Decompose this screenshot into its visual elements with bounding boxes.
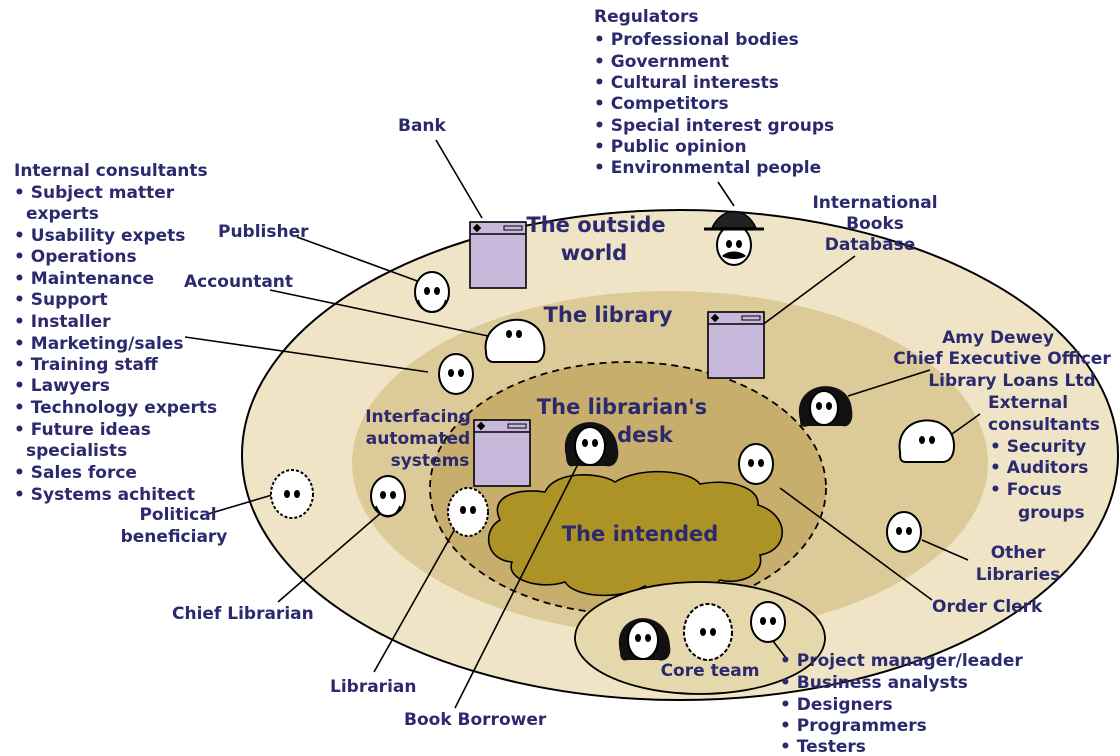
interfacing-systems-label: Interfacing [365,407,471,427]
regulators-item: • Cultural interests [594,73,779,93]
zone-label-desk-2: desk [617,423,674,447]
regulators-item: • Professional bodies [594,30,799,50]
internal-consultants-line: • Operations [14,247,137,267]
chief-librarian-connector [277,511,383,603]
core-team-role: • Business analysts [780,673,968,693]
internal-consultants-line: • Installer [14,312,111,332]
regulators-title: Regulators [594,7,699,27]
regulators-item: • Competitors [594,94,729,114]
external-consultants-title: consultants [988,415,1100,435]
bank-connector [435,139,483,219]
accountant-label: Accountant [184,272,293,292]
internal-consultants-line: • Training staff [14,355,158,375]
interfacing-systems-label: automated [366,429,470,449]
external-consultants-title: External [988,393,1068,413]
internal-consultants-line: • Support [14,290,108,310]
interfacing-systems-label: systems [391,451,470,471]
amy-dewey-label: Amy Dewey [942,328,1054,348]
zone-label-outside-1: The outside [526,213,665,237]
political-beneficiary-face-icon [270,469,314,519]
regulators-item: • Government [594,52,729,72]
publisher-label: Publisher [218,222,309,242]
internal-consultants-line: • Sales force [14,463,137,483]
external-consultants-item: • Focus [990,480,1062,500]
amy-dewey-connector [847,369,931,397]
accountant-connector [269,289,489,337]
regulator-face-icon [704,210,764,266]
zone-label-core-team: Core team [661,661,760,681]
core-team-role: • Programmers [780,716,927,736]
internal-consultants-line: • Marketing/sales [14,334,183,354]
internal-consultants-line: • Systems achitect [14,485,195,505]
external-consultants-connector [951,413,981,435]
core-team-role: • Project manager/leader [780,651,1023,671]
internal-consultant-face-icon [438,353,474,395]
core-team-face-1-icon [618,618,671,661]
amy-dewey-face-icon [798,386,853,427]
chief-librarian-face-icon [370,475,406,518]
political-connector [207,494,273,515]
internal-consultants-line: • Lawyers [14,376,110,396]
international-books-label: International [812,193,937,213]
interfacing-systems-document-icon [473,419,531,487]
internal-consultants-line: experts [26,204,99,224]
order-clerk-connector [779,487,933,601]
accountant-face-icon [484,318,546,363]
external-consultants-item: • Auditors [990,458,1088,478]
publisher-connector [296,236,421,283]
other-libraries-face-icon [886,511,922,553]
book-borrower-face-icon [564,422,619,467]
internal-consultants-connector [184,336,429,373]
other-libraries-connector [921,539,969,561]
internal-consultants-line: • Technology experts [14,398,217,418]
other-libraries-label: Other [991,543,1046,563]
core-team-role: • Testers [780,737,866,756]
core-team-face-3-icon [750,601,786,643]
internal-consultants-line: • Future ideas [14,420,151,440]
librarian-face-icon [447,487,489,537]
international-books-document-icon [707,311,765,379]
zone-label-outside-2: world [561,241,627,265]
regulators-item: • Special interest groups [594,116,834,136]
external-consultants-item: • Security [990,437,1086,457]
order-clerk-face-icon [738,443,774,485]
book-borrower-connector [454,463,579,709]
international-books-label: Database [825,235,915,255]
regulators-item: • Environmental people [594,158,821,178]
internal-consultants-line: specialists [26,441,127,461]
other-libraries-label: Libraries [976,565,1061,585]
external-consultant-face-icon [898,419,956,463]
core-team-role: • Designers [780,695,893,715]
internal-consultants-line: • Maintenance [14,269,154,289]
amy-dewey-label: Library Loans Ltd [928,371,1095,391]
bank-document-icon [469,221,527,289]
political-beneficiary-label: Political [139,505,216,525]
regulators-item: • Public opinion [594,137,747,157]
core-team-face-2-icon [683,603,733,661]
internal-consultants-line: • Subject matter [14,183,175,203]
political-beneficiary-label: beneficiary [121,527,228,547]
book-borrower-label: Book Borrower [404,710,547,730]
intended-cloud [487,470,784,597]
zone-label-library: The library [544,303,673,327]
zone-label-intended: The intended [562,522,719,546]
amy-dewey-label: Chief Executive Officer [893,349,1111,369]
zone-label-desk-1: The librarian's [537,395,707,419]
publisher-face-icon [414,271,450,313]
librarian-connector [373,519,461,673]
order-clerk-label: Order Clerk [932,597,1043,617]
librarian-label: Librarian [330,677,416,697]
internal-consultants-title: Internal consultants [14,161,208,181]
bank-label: Bank [398,116,447,136]
external-consultants-item: groups [1018,503,1085,523]
chief-librarian-label: Chief Librarian [172,604,314,624]
international-books-label: Books [846,214,904,234]
internal-consultants-line: • Usability expets [14,226,185,246]
regulators-connector [717,181,735,207]
